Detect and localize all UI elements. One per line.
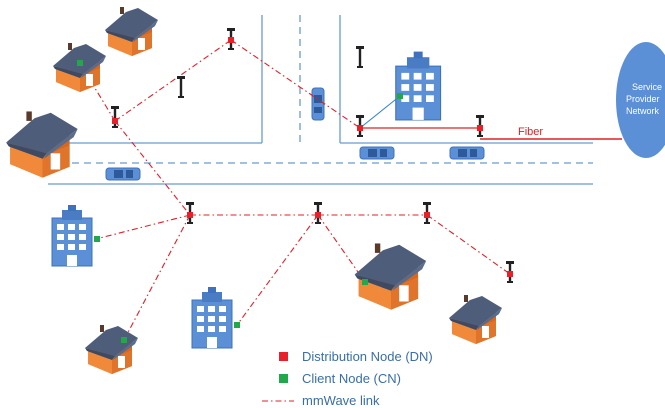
office-building-icon bbox=[51, 204, 93, 267]
legend-cn-label: Client Node (CN) bbox=[302, 371, 401, 386]
car-icon bbox=[311, 87, 325, 121]
legend-dn-swatch bbox=[279, 352, 288, 361]
fiber-link: Fiber bbox=[480, 126, 622, 140]
dn-marker bbox=[315, 212, 321, 218]
roads bbox=[48, 15, 593, 185]
legend: Distribution Node (DN) Client Node (CN) … bbox=[262, 349, 433, 408]
house-icon bbox=[6, 111, 78, 178]
cn-marker bbox=[234, 322, 240, 328]
cloud-label-line3: Network bbox=[626, 106, 660, 116]
dn-marker bbox=[424, 212, 430, 218]
street-pole-icon bbox=[177, 76, 185, 98]
house-icon bbox=[105, 7, 158, 56]
dn-marker bbox=[112, 118, 118, 124]
dn-marker bbox=[507, 271, 513, 277]
house-icon bbox=[449, 295, 502, 344]
cn-marker bbox=[397, 93, 403, 99]
legend-link-label: mmWave link bbox=[302, 393, 380, 408]
fiber-label: Fiber bbox=[518, 126, 543, 138]
cn-marker bbox=[362, 279, 368, 285]
cn-marker bbox=[77, 60, 83, 66]
house-icon bbox=[354, 243, 427, 310]
client-nodes bbox=[77, 60, 403, 343]
car-icon bbox=[449, 146, 485, 160]
cloud-icon: Service Provider Network bbox=[616, 42, 665, 158]
office-building-icon bbox=[191, 286, 233, 349]
cn-marker bbox=[121, 337, 127, 343]
car-icon bbox=[105, 167, 141, 181]
cn-marker bbox=[94, 236, 100, 242]
legend-dn-label: Distribution Node (DN) bbox=[302, 349, 433, 364]
distribution-nodes bbox=[112, 37, 513, 277]
house-icon bbox=[53, 43, 106, 92]
office-building-icon bbox=[395, 51, 442, 121]
dn-marker bbox=[357, 125, 363, 131]
dn-marker bbox=[228, 37, 234, 43]
dn-marker bbox=[477, 125, 483, 131]
dn-marker bbox=[187, 212, 193, 218]
mmwave-links bbox=[78, 39, 511, 341]
cn-link-building bbox=[359, 95, 401, 129]
house-icon bbox=[85, 325, 138, 374]
cloud-label-line1: Service bbox=[632, 82, 662, 92]
legend-cn-swatch bbox=[279, 374, 288, 383]
street-pole-icon bbox=[356, 46, 364, 68]
cloud-label-line2: Provider bbox=[626, 94, 660, 104]
car-icon bbox=[359, 146, 395, 160]
